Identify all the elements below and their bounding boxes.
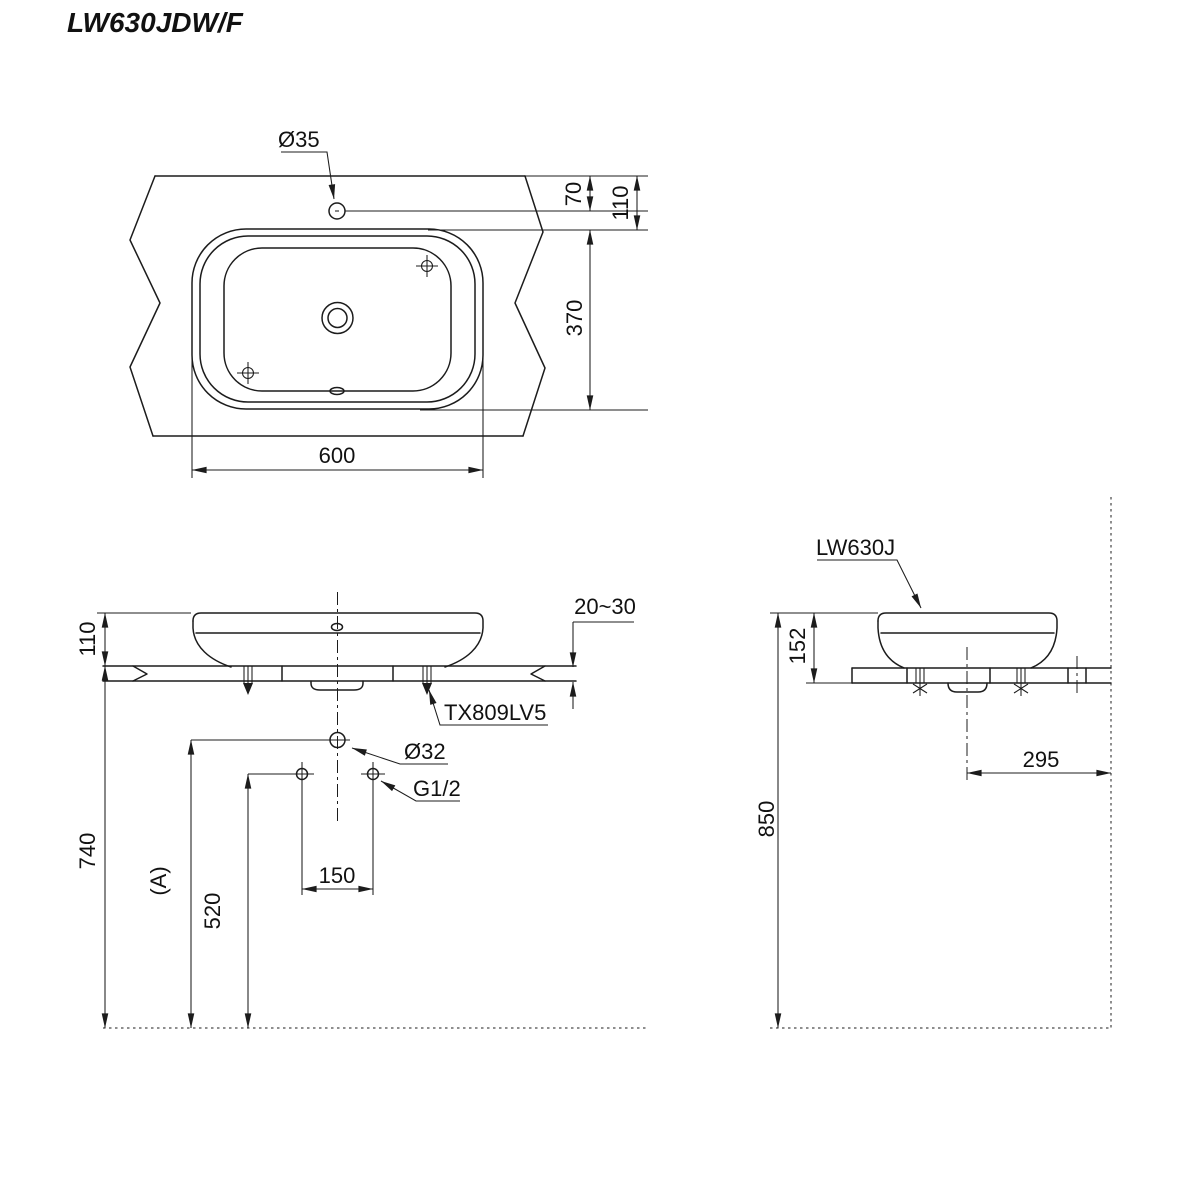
product-label-leader — [817, 559, 922, 609]
side-bolt-right — [1013, 668, 1029, 696]
counter-section-side — [851, 656, 1112, 694]
basin-profile-front — [192, 612, 484, 668]
fixing-bolt-right — [422, 666, 432, 695]
dim-text-520: 520 — [200, 893, 225, 930]
dim-text-A: (A) — [146, 866, 171, 895]
counter-break-right — [530, 665, 546, 682]
supply-label-leader — [380, 780, 460, 802]
drain-hole-front — [191, 731, 350, 749]
dim-text-370: 370 — [562, 300, 587, 337]
basin-bowl-edge — [223, 247, 452, 392]
break-line-left — [129, 175, 161, 437]
dim-text-150: 150 — [319, 863, 356, 888]
extension-lines-top-view — [191, 175, 648, 478]
dim-text-740: 740 — [75, 833, 100, 870]
faucet-hole — [328, 202, 346, 220]
break-line-right — [514, 175, 546, 437]
front-view: 110 740 (A) 520 150 20~30 TX809LV5 Ø32 G… — [75, 592, 648, 1029]
supply-hole-right — [361, 762, 385, 895]
fixing-hole-marker-front — [237, 362, 259, 384]
bolt-label-leader — [428, 689, 548, 726]
drain-inner-circle — [327, 307, 348, 329]
basin-profile-side — [877, 612, 1058, 669]
counter-break-left — [132, 665, 148, 682]
drain-diameter-label: Ø32 — [404, 739, 446, 764]
top-view: 70 110 370 600 Ø35 — [129, 127, 648, 478]
counter-section-front — [102, 665, 577, 691]
overflow-hole-top-view — [329, 386, 345, 396]
side-bolt-left — [912, 668, 928, 696]
dim-text-850: 850 — [754, 801, 779, 838]
side-view: LW630J 850 152 295 — [754, 497, 1112, 1029]
supply-thread-label: G1/2 — [413, 776, 461, 801]
drawing-title: LW630JDW/F — [67, 7, 244, 38]
dim-counter-thickness: 20~30 — [569, 594, 636, 709]
counter-outline-top-view — [129, 175, 546, 437]
basin-rim-outer — [191, 228, 484, 410]
drain-trap-side — [947, 682, 988, 693]
fixing-bolt-label: TX809LV5 — [444, 700, 546, 725]
dim-text-152: 152 — [785, 628, 810, 665]
dim-text-600: 600 — [319, 443, 356, 468]
dim-text-295: 295 — [1023, 747, 1060, 772]
dim-text-110-top: 110 — [608, 185, 633, 220]
drain-outer-circle — [321, 301, 354, 335]
faucet-diameter-label: Ø35 — [278, 127, 320, 152]
drain-label-leader — [351, 747, 448, 765]
product-code-label: LW630J — [816, 535, 895, 560]
supply-hole-left — [248, 762, 314, 895]
fixing-hole-marker-rear — [416, 255, 438, 277]
dim-text-70: 70 — [561, 182, 586, 206]
dim-text-20-30: 20~30 — [574, 594, 636, 619]
dim-text-110-front: 110 — [75, 621, 100, 656]
basin-rim-inner — [199, 235, 476, 403]
fixing-bolt-left — [243, 666, 253, 695]
faucet-label-leader — [281, 151, 336, 200]
